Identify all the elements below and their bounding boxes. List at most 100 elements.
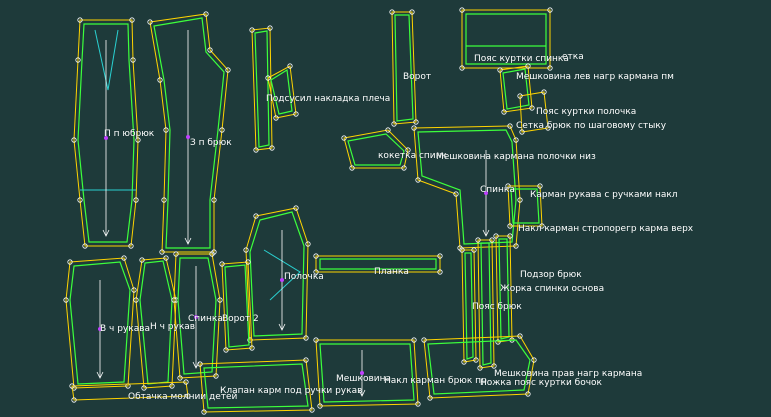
vertex-handle[interactable] [537,183,543,189]
vertex-handle[interactable] [545,125,551,131]
vertex-handle[interactable] [437,269,443,275]
vertex-handle[interactable] [461,359,467,365]
vertex-handle[interactable] [529,105,535,111]
vertex-handle[interactable] [213,373,219,379]
piece-right-pocket-bag[interactable] [421,333,537,401]
vertex-handle[interactable] [201,409,207,415]
vertex-handle[interactable] [287,63,293,69]
vertex-handle[interactable] [471,247,477,253]
vertex-handle[interactable] [541,89,547,95]
vertex-handle[interactable] [293,111,299,117]
vertex-handle[interactable] [161,197,167,203]
vertex-handle[interactable] [493,233,499,239]
vertex-handle[interactable] [129,17,135,23]
vertex-handle[interactable] [169,383,175,389]
piece-collar-2[interactable] [219,259,255,353]
vertex-handle[interactable] [539,223,545,229]
vertex-handle[interactable] [313,269,319,275]
vertex-handle[interactable] [525,63,531,69]
vertex-handle[interactable] [497,67,503,73]
vertex-handle[interactable] [313,253,319,259]
vertex-handle[interactable] [513,243,519,249]
piece-jacket-belt-back[interactable] [459,7,553,71]
vertex-handle[interactable] [293,205,299,211]
piece-left-pocket-bag[interactable] [497,63,551,135]
vertex-handle[interactable] [163,127,169,133]
vertex-handle[interactable] [409,9,415,15]
vertex-handle[interactable] [437,253,443,259]
vertex-handle[interactable] [121,255,127,261]
piece-sleeve-pocket[interactable] [505,183,545,229]
vertex-handle[interactable] [207,47,213,53]
vertex-handle[interactable] [459,247,465,253]
vertex-handle[interactable] [219,261,225,267]
piece-placket[interactable] [313,253,443,275]
vertex-handle[interactable] [131,287,137,293]
vertex-handle[interactable] [141,385,147,391]
vertex-handle[interactable] [513,137,519,143]
vertex-handle[interactable] [77,17,83,23]
vertex-handle[interactable] [453,191,459,197]
vertex-handle[interactable] [173,251,179,257]
piece-back-lower[interactable] [171,251,223,381]
vertex-handle[interactable] [267,25,273,31]
vertex-handle[interactable] [495,339,501,345]
vertex-handle[interactable] [547,7,553,13]
vertex-handle[interactable] [253,213,259,219]
vertex-handle[interactable] [411,125,417,131]
vertex-handle[interactable] [401,165,407,171]
vertex-handle[interactable] [273,115,279,121]
vertex-handle[interactable] [317,403,323,409]
vertex-handle[interactable] [507,123,513,129]
vertex-handle[interactable] [139,257,145,263]
vertex-handle[interactable] [249,27,255,33]
vertex-handle[interactable] [217,297,223,303]
vertex-handle[interactable] [303,357,309,363]
vertex-handle[interactable] [128,243,134,249]
vertex-handle[interactable] [517,197,523,203]
vertex-handle[interactable] [247,337,253,343]
vertex-handle[interactable] [501,109,507,115]
vertex-handle[interactable] [82,243,88,249]
piece-front-trouser[interactable] [71,17,141,249]
piece-front-panel[interactable] [243,205,311,343]
vertex-handle[interactable] [225,67,231,73]
vertex-handle[interactable] [517,93,523,99]
vertex-handle[interactable] [243,247,249,253]
vertex-handle[interactable] [197,361,203,367]
vertex-handle[interactable] [223,347,229,353]
vertex-handle[interactable] [389,9,395,15]
vertex-handle[interactable] [133,197,139,203]
vertex-handle[interactable] [135,137,141,143]
vertex-handle[interactable] [183,379,189,385]
vertex-handle[interactable] [253,147,259,153]
vertex-handle[interactable] [265,75,271,81]
vertex-handle[interactable] [525,391,531,397]
vertex-handle[interactable] [71,397,77,403]
vertex-handle[interactable] [349,165,355,171]
piece-zip-facing[interactable] [69,357,315,415]
piece-trouser-pocket[interactable] [313,337,421,409]
vertex-handle[interactable] [531,357,537,363]
vertex-handle[interactable] [519,129,525,135]
vertex-handle[interactable] [219,127,225,133]
vertex-handle[interactable] [67,259,73,265]
vertex-handle[interactable] [405,147,411,153]
vertex-handle[interactable] [459,7,465,13]
piece-shoulder-overlay[interactable] [249,25,299,153]
vertex-handle[interactable] [209,251,215,257]
vertex-handle[interactable] [413,119,419,125]
piece-trouser-belt-strips[interactable] [459,233,515,371]
vertex-handle[interactable] [159,249,165,255]
piece-back-yoke[interactable] [341,127,411,171]
vertex-handle[interactable] [147,19,153,25]
vertex-handle[interactable] [415,177,421,183]
vertex-handle[interactable] [475,237,481,243]
vertex-handle[interactable] [411,337,417,343]
vertex-handle[interactable] [459,65,465,71]
vertex-handle[interactable] [163,255,169,261]
vertex-handle[interactable] [303,335,309,341]
vertex-handle[interactable] [269,145,275,151]
vertex-handle[interactable] [75,57,81,63]
